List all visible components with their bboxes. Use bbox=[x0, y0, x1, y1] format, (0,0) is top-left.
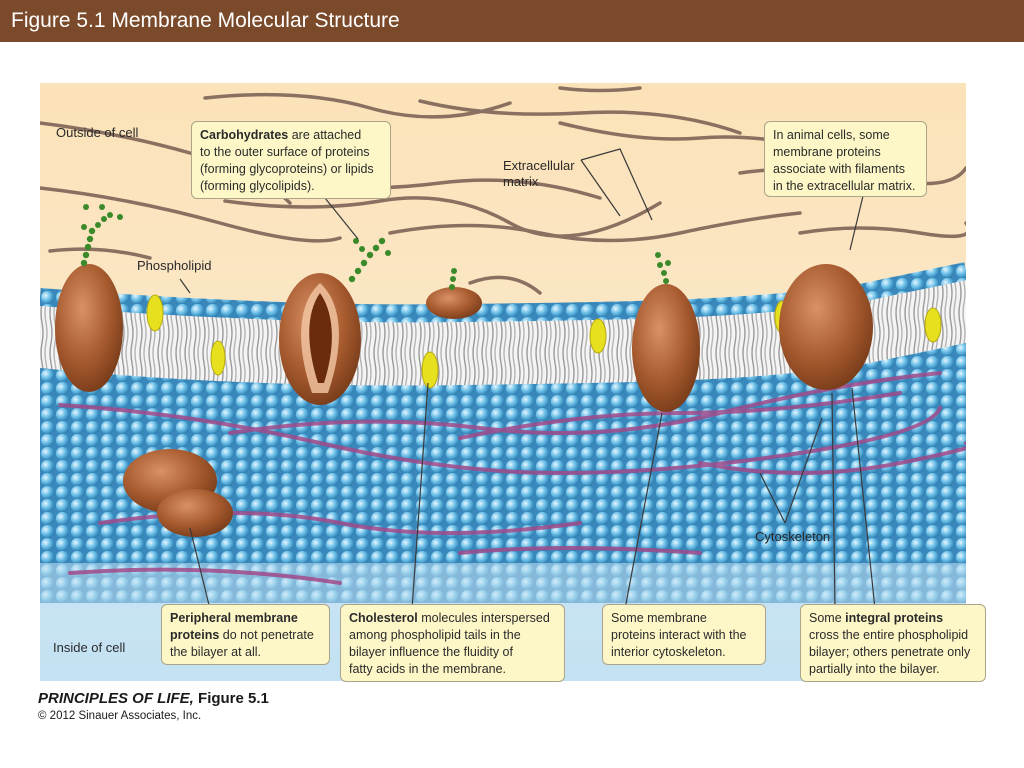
integral-proteins-callout: Some integral proteins cross the entire … bbox=[800, 604, 986, 682]
membrane-figure: Outside of cell Inside of cell Phospholi… bbox=[40, 83, 986, 682]
leader-lines bbox=[179, 148, 876, 610]
outside-cell-label: Outside of cell bbox=[56, 125, 139, 140]
integral-protein-1 bbox=[55, 264, 123, 392]
footer-book-title: PRINCIPLES OF LIFE, Figure 5.1 bbox=[38, 690, 269, 707]
peripheral-proteins-callout: Peripheral membrane proteins do not pene… bbox=[161, 604, 330, 665]
carbohydrate-chains bbox=[80, 204, 671, 290]
slide-title: Figure 5.1 Membrane Molecular Structure bbox=[11, 9, 400, 32]
cholesterol-callout: Cholesterol molecules interspersed among… bbox=[340, 604, 565, 682]
integral-protein-3 bbox=[779, 264, 873, 390]
channel-protein bbox=[279, 273, 361, 405]
cytoskeleton-label: Cytoskeleton bbox=[755, 529, 831, 544]
inside-cell-label: Inside of cell bbox=[53, 640, 126, 655]
phospholipid-label: Phospholipid bbox=[137, 258, 212, 273]
peripheral-protein bbox=[123, 449, 233, 537]
carb-chain-2 bbox=[348, 237, 391, 283]
phospholipid-tails bbox=[40, 279, 966, 386]
carb-chain-4 bbox=[655, 252, 671, 284]
carb-chain-1 bbox=[80, 204, 123, 267]
partial-protein bbox=[426, 287, 482, 319]
title-bar: Figure 5.1 Membrane Molecular Structure bbox=[0, 0, 1024, 42]
inner-leaflet-heads bbox=[40, 333, 966, 603]
integral-protein-2 bbox=[632, 284, 700, 412]
animal-cells-callout: In animal cells, some membrane proteins … bbox=[764, 121, 927, 197]
carbohydrates-callout: Carbohydrates are attached to the outer … bbox=[191, 121, 391, 199]
membrane-proteins bbox=[55, 264, 873, 537]
cytoskeleton-proteins-callout: Some membrane proteins interact with the… bbox=[602, 604, 766, 665]
carb-chain-3 bbox=[449, 268, 457, 290]
extracellular-matrix-label: Extracellular matrix bbox=[503, 158, 575, 189]
footer-copyright: © 2012 Sinauer Associates, Inc. bbox=[38, 710, 202, 722]
